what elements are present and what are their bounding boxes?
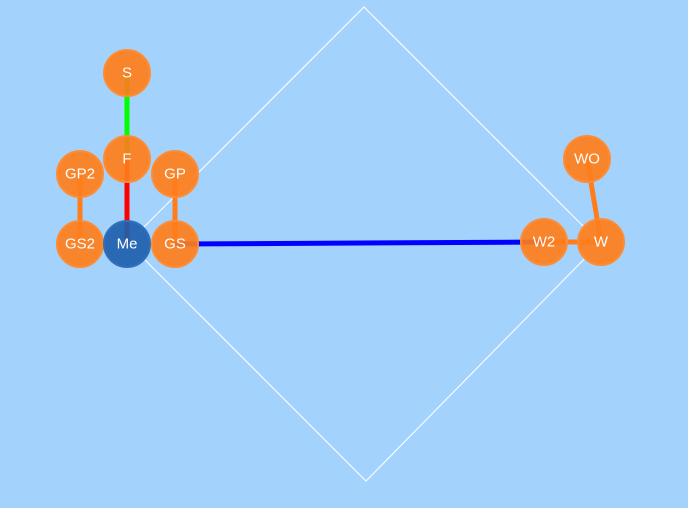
node-circle xyxy=(103,220,151,268)
node-gs2[interactable]: GS2 xyxy=(56,220,104,268)
node-circle xyxy=(56,220,104,268)
edge-gs-w2 xyxy=(174,239,545,247)
node-circle xyxy=(577,218,625,266)
node-s[interactable]: S xyxy=(103,49,151,97)
node-me[interactable]: Me xyxy=(103,220,151,268)
node-circle xyxy=(103,135,151,183)
node-w[interactable]: W xyxy=(577,218,625,266)
node-gs[interactable]: GS xyxy=(151,220,199,268)
node-circle xyxy=(103,49,151,97)
diamond-outline xyxy=(127,6,601,482)
node-f[interactable]: F xyxy=(103,135,151,183)
node-circle xyxy=(151,220,199,268)
node-gp2[interactable]: GP2 xyxy=(56,150,104,198)
node-circle xyxy=(56,150,104,198)
node-w2[interactable]: W2 xyxy=(520,218,568,266)
node-circle xyxy=(151,150,199,198)
node-wo[interactable]: WO xyxy=(563,135,611,183)
node-gp[interactable]: GP xyxy=(151,150,199,198)
node-circle xyxy=(563,135,611,183)
node-circle xyxy=(520,218,568,266)
